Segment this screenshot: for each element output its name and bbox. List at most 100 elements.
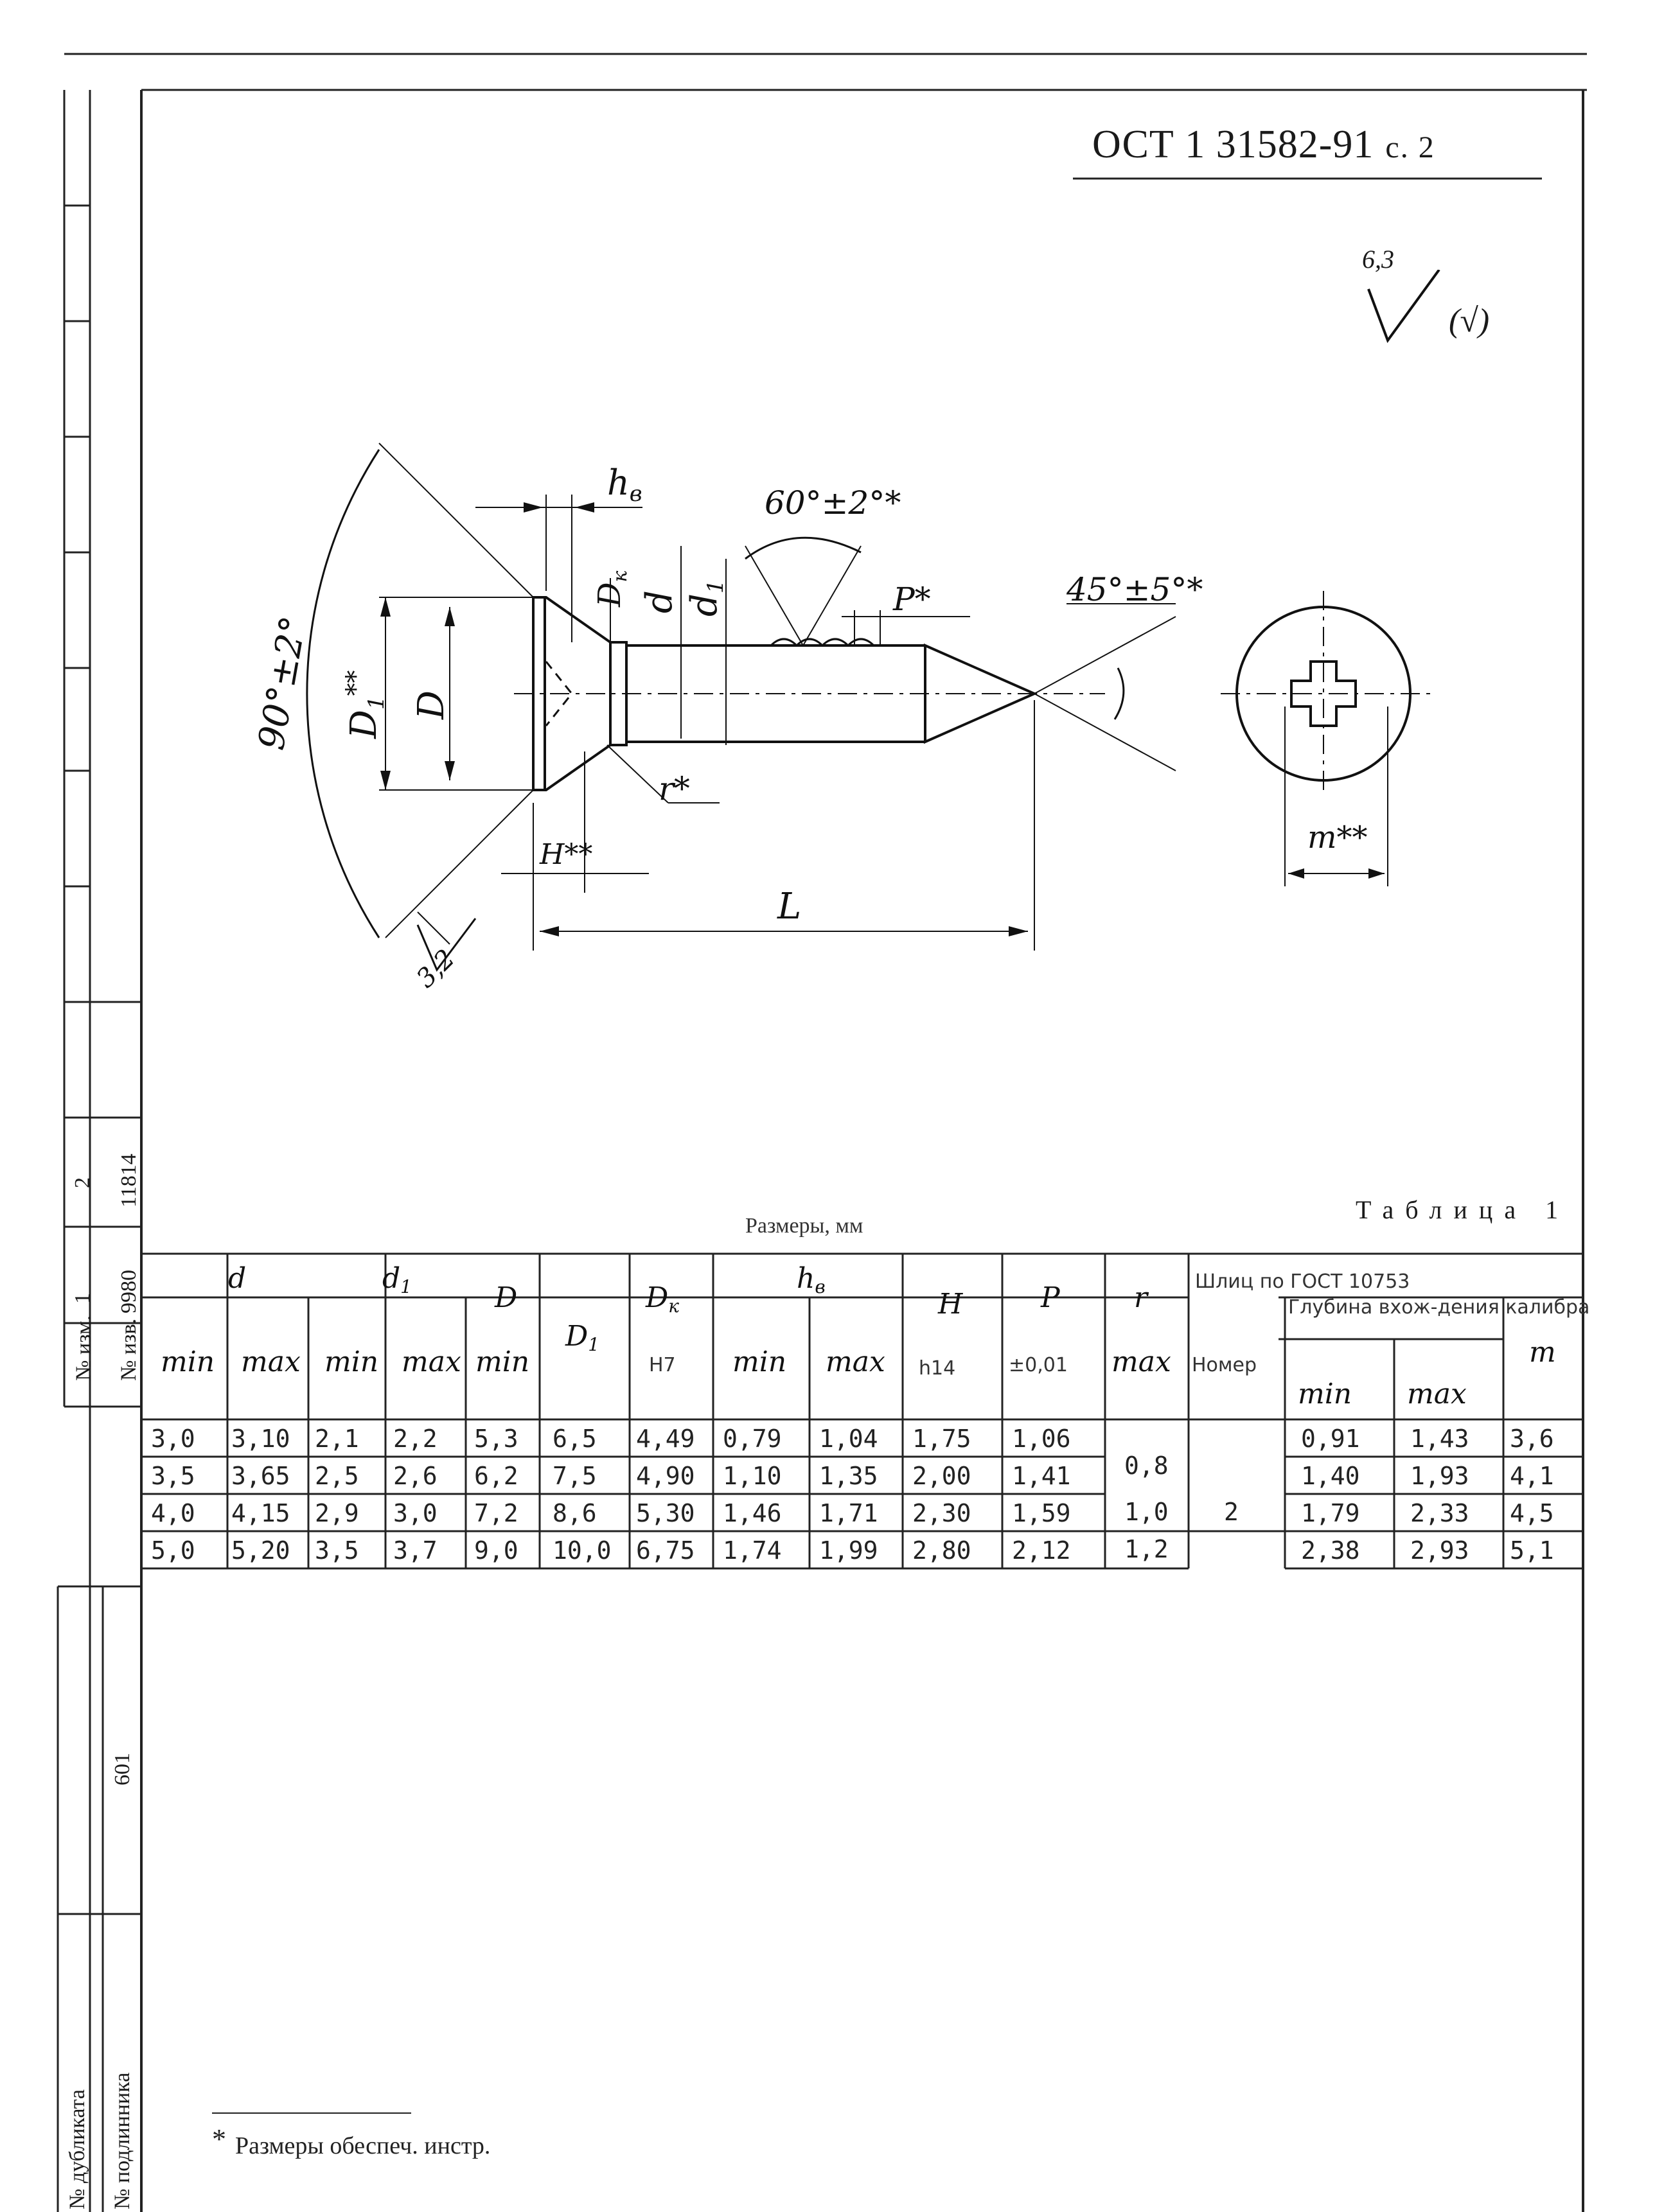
header-P-tol: ±0,01: [1009, 1354, 1068, 1376]
label-d1: d1: [684, 580, 729, 617]
label-hv: hв: [607, 462, 642, 507]
header-D1: D1: [565, 1320, 599, 1355]
table-cell: 2,2: [393, 1425, 438, 1453]
r-value-2: 1,2: [1124, 1535, 1169, 1563]
footnote-mark: *: [212, 2123, 226, 2155]
label-pitch: P*: [892, 581, 931, 618]
header-hv-min: min: [732, 1346, 786, 1378]
label-m: m**: [1307, 820, 1368, 856]
table-cell: 5,0: [151, 1536, 195, 1565]
stamp-izv-2: 11814: [117, 1154, 141, 1207]
r-value-0: 0,8: [1124, 1452, 1169, 1480]
table-cell: 1,75: [912, 1425, 971, 1453]
header-d-max: max: [241, 1346, 301, 1378]
roughness-extra: (√): [1449, 303, 1490, 339]
stamp-podl-value: 601: [111, 1753, 134, 1786]
table-cell: 1,99: [819, 1536, 878, 1565]
header-depth: Глубина вхож-дения калибра: [1288, 1296, 1589, 1319]
roughness-check-icon: [1367, 270, 1440, 344]
header-Dk: Dк: [645, 1281, 679, 1317]
table-cell: 4,90: [636, 1462, 695, 1490]
table-cell: 0,79: [723, 1425, 782, 1453]
table-cell: 2,6: [393, 1462, 438, 1490]
header-hv-max: max: [826, 1346, 885, 1378]
header-r-max: max: [1111, 1346, 1171, 1378]
table-cell: 3,6: [1510, 1425, 1554, 1453]
header-D-min: min: [475, 1346, 529, 1378]
table-cell: 3,0: [151, 1425, 195, 1453]
table-cell: 1,71: [819, 1499, 878, 1527]
header-depth-min: min: [1298, 1378, 1352, 1410]
header-D: D: [494, 1281, 517, 1314]
table-cell: 1,93: [1410, 1462, 1469, 1490]
table-cell: 6,5: [553, 1425, 597, 1453]
stamp-izv-label: № изв.: [117, 1318, 141, 1381]
table-cell: 1,46: [723, 1499, 782, 1527]
table-header: d d1 D D1 Dк hв H P r Шлиц по ГОСТ 10753…: [161, 1262, 1589, 1410]
table-cell: 2,1: [315, 1425, 359, 1453]
table-cell: 1,06: [1012, 1425, 1071, 1453]
table-cell: 4,0: [151, 1499, 195, 1527]
table-cell: 1,40: [1301, 1462, 1360, 1490]
label-d: d: [639, 590, 680, 613]
table-cell: 1,41: [1012, 1462, 1071, 1490]
stamp-izm-2: 2: [71, 1177, 94, 1188]
table-cell: 1,35: [819, 1462, 878, 1490]
table-cell: 2,12: [1012, 1536, 1071, 1565]
screw-drawing: hв 60°±2°* P* 45°±5°* 90°±2° D1** D Dк d…: [251, 443, 1433, 994]
table-cell: 3,0: [393, 1499, 438, 1527]
label-D1: D1**: [341, 670, 389, 739]
label-tip-angle: 45°±5°*: [1066, 571, 1203, 608]
table-cell: 2,93: [1410, 1536, 1469, 1565]
table-cell: 2,00: [912, 1462, 971, 1490]
table-cell: 1,10: [723, 1462, 782, 1490]
label-r: r*: [659, 770, 690, 807]
table-cell: 3,65: [231, 1462, 290, 1490]
table-cell: 1,74: [723, 1536, 782, 1565]
table-cell: 1,79: [1301, 1499, 1360, 1527]
r-value-1: 1,0: [1124, 1498, 1169, 1526]
dimensions-table: d d1 D D1 Dк hв H P r Шлиц по ГОСТ 10753…: [141, 1252, 1589, 1570]
stamp-izm-label: № изм.: [72, 1315, 96, 1381]
footnotes: * Размеры обеспеч. инстр.: [212, 2123, 490, 2160]
table-cell: 4,1: [1510, 1462, 1554, 1490]
header-H-tol: h14: [919, 1357, 955, 1380]
stamp-izv-1: 9980: [117, 1270, 141, 1313]
table-cell: 2,30: [912, 1499, 971, 1527]
header-d-min: min: [161, 1346, 215, 1378]
table-cell: 3,5: [315, 1536, 359, 1565]
label-H: H**: [539, 838, 592, 871]
header-slot: Шлиц по ГОСТ 10753: [1195, 1270, 1410, 1293]
table-cell: 4,15: [231, 1499, 290, 1527]
header-P: P: [1040, 1281, 1061, 1314]
table-cell: 3,10: [231, 1425, 290, 1453]
table-cell: 7,2: [474, 1499, 518, 1527]
table-cell: 1,43: [1410, 1425, 1469, 1453]
stamp-podl-label: № подлинника: [111, 2072, 134, 2209]
table-caption: Таблица 1: [1356, 1195, 1570, 1224]
header-r: r: [1134, 1281, 1149, 1314]
table-cell: 1,59: [1012, 1499, 1071, 1527]
header-m: m: [1529, 1336, 1556, 1369]
table-cell: 5,30: [636, 1499, 695, 1527]
table-cell: 2,5: [315, 1462, 359, 1490]
table-cell: 9,0: [474, 1536, 518, 1565]
table-cell: 8,6: [553, 1499, 597, 1527]
header-hv: hв: [797, 1262, 826, 1297]
roughness-value: 6,3: [1362, 245, 1394, 274]
slot-number: 2: [1224, 1498, 1239, 1526]
table-cell: 5,1: [1510, 1536, 1554, 1565]
stamp-izm-1: 1: [71, 1293, 94, 1304]
header-depth-max: max: [1407, 1378, 1467, 1410]
stamp-dubl-label: № дубликата: [66, 2089, 89, 2209]
footnote-text: Размеры обеспеч. инстр.: [235, 2132, 491, 2159]
table-cell: 2,38: [1301, 1536, 1360, 1565]
table-cell: 2,9: [315, 1499, 359, 1527]
table-cell: 3,7: [393, 1536, 438, 1565]
table-cell: 0,91: [1301, 1425, 1360, 1453]
header-Dk-tol: H7: [649, 1354, 676, 1376]
label-L: L: [777, 886, 801, 927]
